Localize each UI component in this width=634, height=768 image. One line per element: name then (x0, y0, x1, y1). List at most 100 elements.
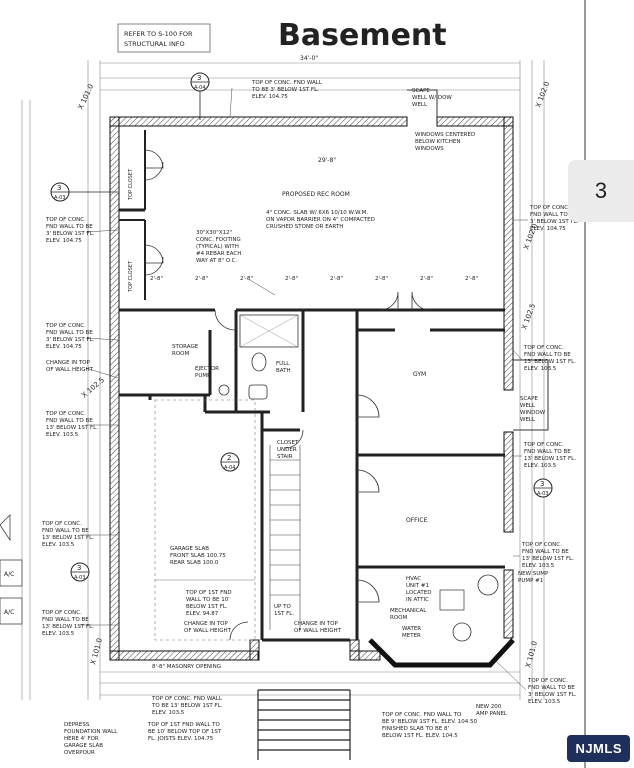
top-wall-note: TOP OF CONC. FND WALL TO BE 3' BELOW 1ST… (251, 80, 324, 100)
bottom-right-note: TOP OF CONC. FND WALL TO BE 9' BELOW 1ST… (381, 712, 479, 739)
bottom-mid-note-1: TOP OF CONC. FND WALL TO BE 13' BELOW 1S… (151, 696, 224, 716)
scape-well-top (407, 89, 438, 117)
change-in-top-left-note: CHANGE IN TOP OF WALL HEIGHT (46, 360, 94, 373)
dim-top-overall: 34'-0" (300, 55, 318, 62)
section-marker-right: 3 A-03 (533, 478, 553, 498)
new-200-amp-label: NEW 200 AMP PANEL (476, 704, 508, 717)
elev-marker-left: X 102.5 (80, 376, 106, 400)
elev-marker-right-2: X 102.5 (520, 303, 537, 331)
hvac-unit (439, 589, 465, 611)
footing-note: 30"X30"X12" CONC. FOOTING (TYPICAL) WITH… (196, 230, 243, 264)
new-sump-label: NEW SUMP PUMP #1 (518, 571, 550, 584)
bottom-mid-note-2: TOP OF 1ST FND WALL TO BE 10' BELOW TOP … (147, 722, 223, 742)
rec-room-label: PROPOSED REC ROOM (282, 191, 350, 198)
ac-unit-1 (0, 559, 23, 587)
left-top-wall-note: TOP OF CONC. FND WALL TO BE 3' BELOW 1ST… (45, 217, 96, 244)
mechanical-bay-wall (368, 638, 515, 668)
office-label: OFFICE (406, 517, 428, 524)
dimension-lines (21, 0, 586, 768)
left-wall-note-4: TOP OF CONC. FND WALL TO BE 13' BELOW 1S… (41, 521, 96, 548)
sump-basin (452, 622, 472, 642)
exterior-steps (257, 689, 351, 760)
left-wall-note-3: TOP OF CONC. FND WALL TO BE 13' BELOW 1S… (45, 411, 100, 438)
stair-treads (269, 445, 301, 630)
dim-rec-width: 29'-8" (318, 157, 336, 164)
scape-well-right (513, 359, 549, 431)
depress-foundation-note: DEPRESS FOUNDATION WALL HERE 4' FOR GARA… (64, 722, 119, 756)
svg-text:2'-8": 2'-8" (420, 276, 433, 282)
ac-unit-2-label: A/C (4, 609, 14, 616)
toilet (251, 352, 267, 372)
left-wall-note-5: TOP OF CONC. FND WALL TO BE 13' BELOW 1S… (41, 610, 96, 637)
change-top-mid-note: CHANGE IN TOP OF WALL HEIGHT (184, 621, 232, 634)
section-marker-bottom-left: 3 A-03 (70, 562, 90, 582)
left-wall-note-2: TOP OF CONC. FND WALL TO BE 3' BELOW 1ST… (45, 323, 96, 350)
elev-marker-bottom-left: X 101.0 (89, 637, 104, 665)
ac-unit-2 (0, 597, 23, 625)
water-meter-label: WATER METER (402, 626, 423, 639)
svg-text:A-03: A-03 (74, 575, 85, 581)
top-closet-label: TOP CLOSET (128, 168, 134, 201)
foundation-walls (109, 116, 514, 661)
drawing-title: Basement (278, 18, 447, 53)
scape-well-right-note: SCAPE WELL WINDOW WELL (520, 396, 547, 423)
svg-text:3: 3 (77, 564, 81, 572)
right-wall-note-1: TOP OF CONC. FND WALL TO BE 3' BELOW 1ST… (529, 205, 580, 232)
closet-walls (119, 130, 146, 300)
right-wall-note-5: TOP OF CONC. FND WALL TO BE 3' BELOW 1ST… (527, 678, 578, 705)
svg-text:2'-8": 2'-8" (465, 276, 478, 282)
refer-note-box (117, 23, 211, 53)
gym-label: GYM (413, 371, 426, 378)
svg-text:2'-8": 2'-8" (240, 276, 253, 282)
garage-slab-outline (154, 399, 256, 641)
shower-stall (239, 314, 299, 348)
elev-marker-top-left: X 101.0 (77, 83, 96, 111)
right-wall-note-3: TOP OF CONC. FND WALL TO BE 13' BELOW 1S… (523, 442, 578, 469)
svg-text:A-04: A-04 (194, 85, 205, 91)
interior-walls (119, 208, 505, 642)
storage-room-label: STORAGE ROOM (172, 344, 200, 357)
section-marker-left: 3 A-03 (50, 182, 118, 202)
page-number-badge: 3 (568, 160, 634, 222)
masonry-opening-label: 8'-8" MASONRY OPENING (152, 664, 221, 670)
svg-text:2'-8": 2'-8" (330, 276, 343, 282)
svg-text:2'-8": 2'-8" (195, 276, 208, 282)
right-wall-note-4: TOP OF CONC. FND WALL TO BE 13' BELOW 1S… (521, 542, 576, 569)
svg-text:2'-8": 2'-8" (150, 276, 163, 282)
svg-text:3: 3 (57, 184, 61, 192)
garage-slab-label: GARAGE SLAB FRONT SLAB 100.75 REAR SLAB … (170, 546, 228, 566)
leader-lines (80, 87, 528, 691)
change-top-right-note: CHANGE IN TOP OF WALL HEIGHT (294, 621, 342, 634)
dim-row: 2'-8" 2'-8" 2'-8" 2'-8" 2'-8" 2'-8" 2'-8… (150, 276, 478, 282)
elev-marker-bottom-right: X 101.0 (524, 640, 539, 668)
svg-text:2'-8": 2'-8" (285, 276, 298, 282)
section-marker-mid: 2 A-04 (220, 452, 240, 472)
svg-text:2: 2 (227, 454, 231, 462)
up-to-1st-label: UP TO 1ST FL. (274, 604, 294, 617)
full-bath-label: FULL BATH (276, 361, 291, 374)
left-edge-marker (0, 514, 11, 542)
door-swings (144, 149, 431, 641)
top-1st-fnd-note: TOP OF 1ST FND WALL TO BE 10' BELOW 1ST … (185, 590, 233, 617)
windows-centered-note: WINDOWS CENTERED BELOW KITCHEN WINDOWS (415, 132, 477, 152)
right-wall-note-2: TOP OF CONC. FND WALL TO BE 13' BELOW 1S… (523, 345, 578, 372)
section-marker-top: 3 A-04 (190, 72, 210, 120)
svg-text:3: 3 (197, 74, 201, 82)
mechanical-room-label: MECHANICAL ROOM (390, 608, 428, 621)
bottom-closet-label: TOP CLOSET (128, 260, 134, 293)
hvac-label: HVAC UNIT #1 LOCATED IN ATTIC (406, 576, 433, 603)
svg-text:2'-8": 2'-8" (375, 276, 388, 282)
refer-note: REFER TO S-100 FOR STRUCTURAL INFO (124, 30, 195, 48)
svg-text:3: 3 (540, 480, 544, 488)
elev-marker-top-right: X 102.0 (534, 81, 551, 109)
njmls-logo: NJMLS (567, 735, 630, 762)
sink (248, 384, 268, 400)
svg-text:A-04: A-04 (224, 465, 235, 471)
ejector-pump-symbol (218, 384, 230, 396)
ejector-pump-label: EJECTOR PUMP (195, 366, 221, 379)
slab-note: 4" CONC. SLAB W/ 6X6 10/10 W.W.M. ON VAP… (266, 210, 377, 230)
water-heater (477, 574, 499, 596)
scape-well-top-note: SCAPE WELL W/ DOW WELL (412, 88, 454, 108)
svg-text:A-03: A-03 (537, 491, 548, 497)
